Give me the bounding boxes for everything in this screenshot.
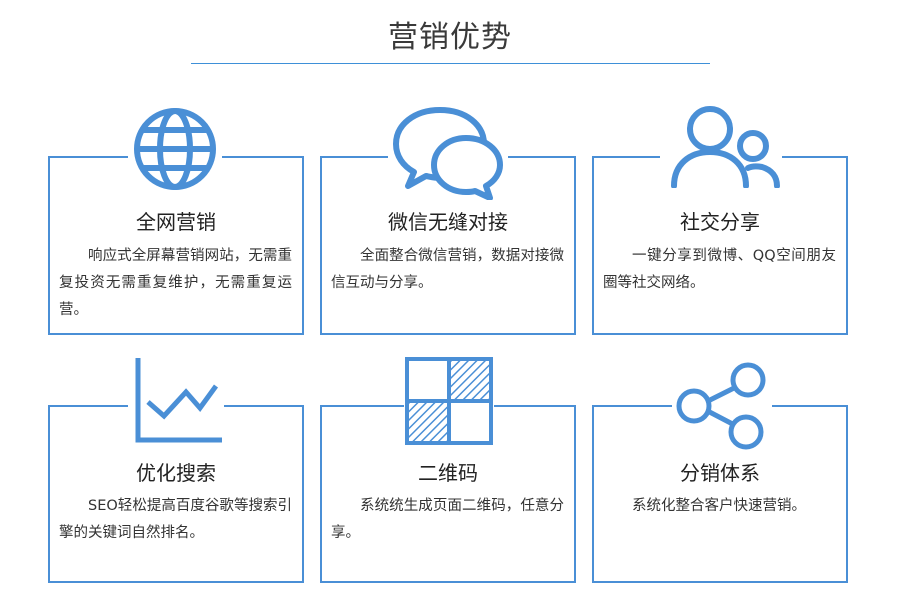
feature-card-title: 优化搜索 xyxy=(136,461,216,485)
feature-card-title: 二维码 xyxy=(418,461,478,485)
line-chart-icon xyxy=(128,356,224,444)
chat-bubbles-icon xyxy=(388,104,508,200)
feature-card-description: 响应式全屏幕营销网站，无需重复投资无需重复维护，无需重复运营。 xyxy=(59,248,292,318)
feature-card-title: 全网营销 xyxy=(136,210,216,234)
feature-card-description: 系统统生成页面二维码，任意分享。 xyxy=(331,498,564,541)
title-divider xyxy=(191,63,710,64)
globe-icon xyxy=(128,103,222,195)
feature-card-title: 微信无缝对接 xyxy=(388,210,508,234)
feature-card-description: 系统化整合客户快速营销。 xyxy=(632,498,806,514)
feature-card-description: 一键分享到微博、QQ空间朋友圈等社交网络。 xyxy=(603,248,836,291)
page-title: 营销优势 xyxy=(388,20,512,55)
feature-card-description: 全面整合微信营销，数据对接微信互动与分享。 xyxy=(331,248,564,291)
users-icon xyxy=(660,104,782,188)
feature-card-wechat: 微信无缝对接 全面整合微信营销，数据对接微信互动与分享。 xyxy=(320,156,576,335)
share-network-icon xyxy=(672,360,772,452)
feature-card-title: 分销体系 xyxy=(680,461,760,485)
feature-card-seo: 优化搜索 SEO轻松提高百度谷歌等搜索引擎的关键词自然排名。 xyxy=(48,405,304,583)
qr-code-icon xyxy=(404,356,494,446)
feature-card-social-share: 社交分享 一键分享到微博、QQ空间朋友圈等社交网络。 xyxy=(592,156,848,335)
feature-card-description: SEO轻松提高百度谷歌等搜索引擎的关键词自然排名。 xyxy=(59,498,292,541)
feature-card-title: 社交分享 xyxy=(680,210,760,234)
